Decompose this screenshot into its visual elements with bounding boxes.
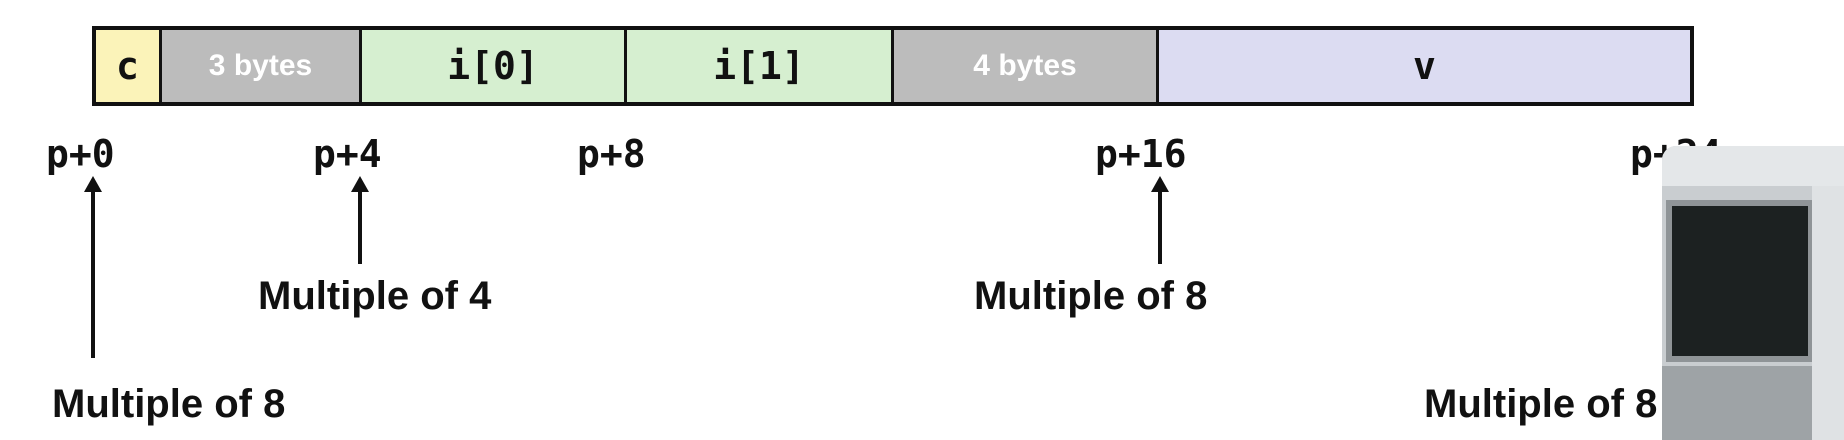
field-i1: i[1] bbox=[627, 30, 894, 102]
video-wall bbox=[1812, 186, 1844, 440]
offset-label-p0: p+0 bbox=[46, 132, 115, 176]
offset-label-p16: p+16 bbox=[1095, 132, 1187, 176]
padding-3-bytes: 3 bytes bbox=[162, 30, 362, 102]
struct-memory-layout: c 3 bytes i[0] i[1] 4 bytes v bbox=[92, 26, 1694, 106]
offset-label-p8: p+8 bbox=[577, 132, 646, 176]
offset-label-p4: p+4 bbox=[313, 132, 382, 176]
video-ceiling bbox=[1662, 146, 1844, 186]
arrow-up-icon bbox=[351, 176, 369, 264]
field-v: v bbox=[1159, 30, 1690, 102]
arrow-up-icon bbox=[84, 176, 102, 358]
field-i0: i[0] bbox=[362, 30, 627, 102]
lecturer-video-overlay bbox=[1662, 146, 1844, 440]
arrow-up-icon bbox=[1151, 176, 1169, 264]
alignment-note-p24: Multiple of 8 bbox=[1424, 382, 1658, 426]
field-c: c bbox=[96, 30, 162, 102]
alignment-note-p0: Multiple of 8 bbox=[52, 382, 286, 426]
video-lower-area bbox=[1662, 366, 1812, 440]
video-blackboard bbox=[1666, 200, 1814, 362]
alignment-note-p4: Multiple of 4 bbox=[258, 274, 492, 318]
alignment-note-p16: Multiple of 8 bbox=[974, 274, 1208, 318]
padding-4-bytes: 4 bytes bbox=[894, 30, 1159, 102]
